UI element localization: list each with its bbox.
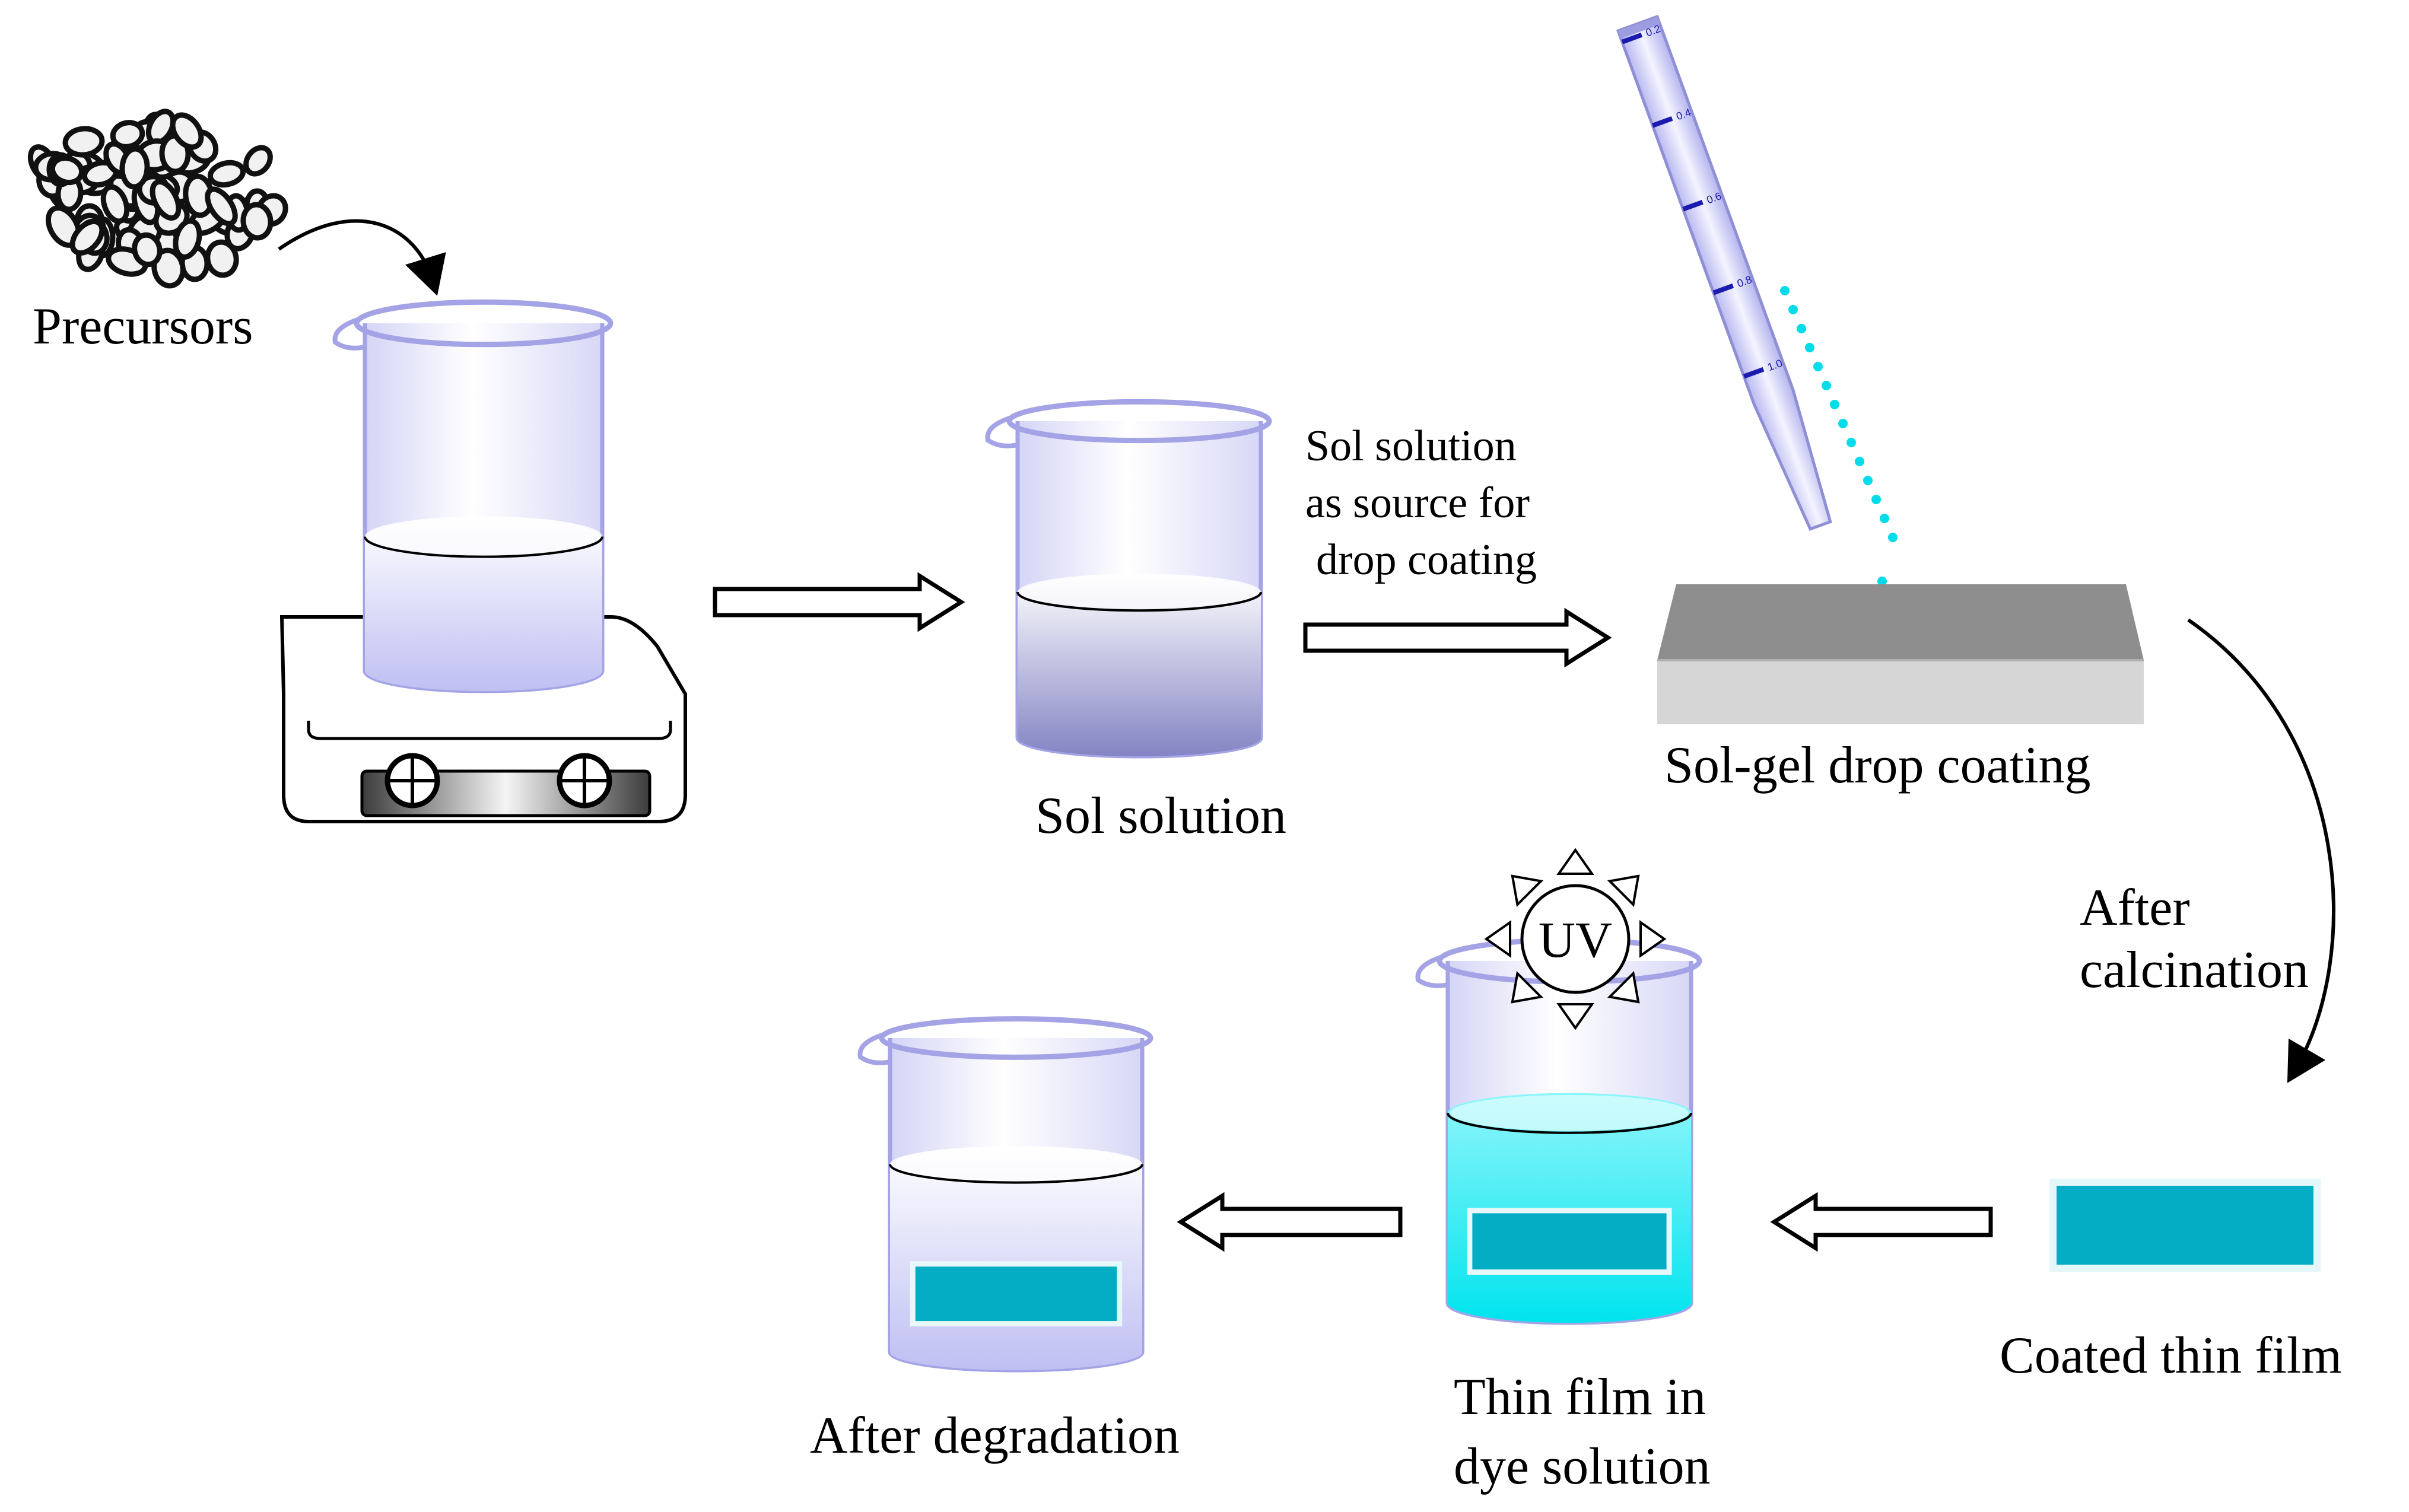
label-source-line2: as source for [1305, 479, 1530, 527]
sol-drop [1855, 457, 1864, 466]
sol-drop [1877, 577, 1887, 586]
beaker-sol-liquid [1018, 574, 1261, 756]
pipette-tick [1621, 33, 1643, 44]
beaker-degraded-film [910, 1261, 1123, 1327]
pipette-tick [1682, 199, 1704, 212]
sol-drop [1788, 305, 1798, 314]
uv-ray [1639, 920, 1667, 958]
label-coated-film: Coated thin film [2000, 1327, 2342, 1384]
beaker-hotplate [332, 299, 614, 693]
sol-drop [1797, 324, 1806, 333]
label-after-degradation: After degradation [810, 1407, 1180, 1465]
pipette-tick [1651, 116, 1673, 128]
pellet [240, 202, 274, 241]
uv-ray [1484, 920, 1511, 958]
block-arrows [713, 572, 1993, 1252]
curved-arrow-calcination [2187, 618, 2335, 1083]
hotplate-knob-left[interactable] [384, 753, 440, 808]
pellet [132, 232, 163, 268]
uv-ray [1556, 848, 1594, 875]
pellet [170, 112, 204, 150]
sol-drop [1888, 533, 1898, 542]
label-precursors: Precursors [33, 298, 253, 355]
sol-drop [1847, 438, 1856, 447]
pellet [119, 146, 150, 190]
pellet [49, 155, 85, 186]
sol-drop [1830, 400, 1839, 409]
precursor-pellets [27, 109, 288, 289]
sol-drop [1780, 286, 1790, 295]
pellet [243, 145, 273, 177]
label-sol-solution: Sol solution [1035, 787, 1286, 845]
sol-drop [1805, 343, 1814, 352]
beaker-sol [985, 399, 1272, 759]
beaker-dye-film [1467, 1208, 1672, 1275]
pellet [173, 218, 202, 260]
uv-label: UV [1539, 911, 1612, 968]
uv-sun: UV [1484, 848, 1667, 1030]
label-after-line2: calcination [2080, 941, 2309, 999]
pellet [69, 218, 105, 256]
uv-ray [1607, 874, 1640, 908]
arrow-film-to-dye [1770, 1192, 1993, 1252]
hotplate-knob-right[interactable] [557, 753, 612, 808]
sol-drop [1838, 419, 1848, 428]
pellet [205, 186, 238, 227]
sol-drop [1871, 495, 1881, 504]
label-dye-line2: dye solution [1454, 1438, 1711, 1495]
sol-drop [1822, 381, 1831, 390]
pellet [62, 126, 105, 158]
pellet [150, 179, 182, 221]
pellet [110, 120, 145, 149]
pellet [100, 184, 130, 224]
sol-drop [1880, 514, 1889, 523]
pellet [205, 239, 239, 278]
coated-thin-film [2049, 1179, 2321, 1272]
label-after-line1: After [2080, 879, 2190, 937]
label-source-line1: Sol solution [1305, 422, 1517, 470]
uv-ray [1556, 1003, 1594, 1030]
uv-ray [1511, 970, 1544, 1004]
beaker-dye [1415, 937, 1702, 1325]
sol-drop [1813, 362, 1823, 371]
label-dye-line1: Thin film in [1454, 1368, 1706, 1426]
pipette: 0.20.40.60.81.0 [1616, 14, 1832, 531]
curved-arrow-precursor [278, 219, 446, 296]
beaker-hotplate-liquid [365, 516, 602, 691]
uv-ray [1607, 970, 1640, 1004]
pipette-tick [1712, 283, 1734, 295]
sol-drop [1863, 476, 1873, 485]
substrate [1657, 584, 2144, 724]
arrow-dye-to-degraded [1177, 1192, 1403, 1252]
uv-ray [1511, 874, 1544, 908]
uv-sun-circle [1520, 884, 1631, 994]
pellet [207, 160, 246, 188]
arrow-to-sol [713, 572, 965, 632]
pellet [151, 247, 186, 289]
pipette-tick [1743, 367, 1765, 379]
label-source-line3: drop coating [1316, 536, 1537, 584]
beaker-degraded [857, 1016, 1153, 1373]
label-drop-coating: Sol-gel drop coating [1664, 737, 2091, 794]
arrow-to-coating [1303, 607, 1612, 668]
